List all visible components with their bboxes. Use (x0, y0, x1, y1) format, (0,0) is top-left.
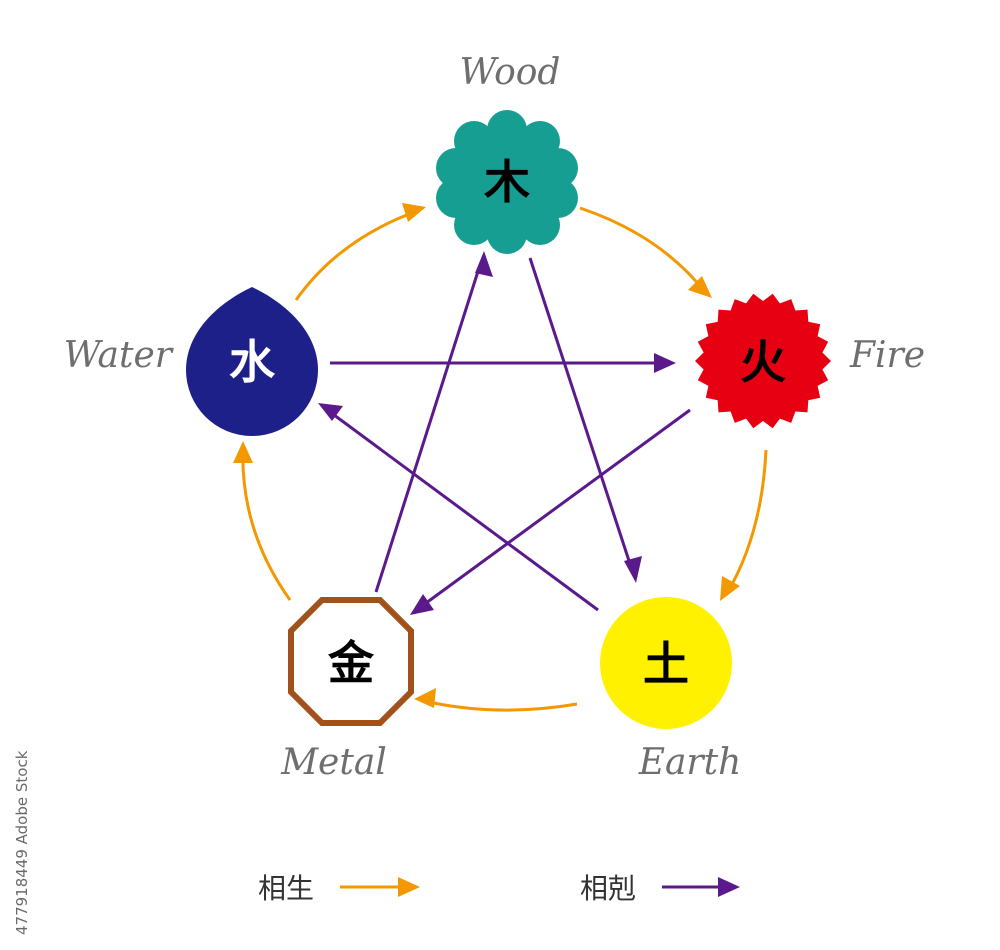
legend-overcoming-arrowhead (718, 877, 740, 897)
arrowhead-wood-to-fire (688, 276, 712, 298)
earth-circle-shape (600, 597, 732, 729)
water-drop-shape (186, 287, 318, 436)
wood-glyph: 木 (484, 155, 530, 209)
water-node: 水 Water (64, 287, 318, 436)
overcoming-cycle (329, 257, 691, 612)
metal-label: Metal (280, 742, 387, 783)
arrowhead-fire-to-earth (720, 576, 740, 601)
earth-node: 土 Earth (600, 597, 741, 783)
wood-flower-shape (436, 110, 578, 254)
metal-octagon-shape (288, 597, 414, 726)
arrow-fire-to-metal (421, 408, 691, 608)
fire-label: Fire (849, 335, 925, 376)
arrowhead-earth-to-metal (414, 688, 436, 708)
arrow-earth-to-water (329, 410, 599, 612)
arrow-wood-to-fire (579, 206, 707, 293)
arrow-fire-to-earth (724, 449, 768, 596)
arrowhead-wood-to-earth (624, 556, 642, 583)
legend-generating-label: 相生 (258, 872, 314, 905)
arrowhead-water-to-fire (654, 353, 676, 373)
metal-node: 金 Metal (280, 597, 414, 783)
generating-cycle (233, 203, 768, 712)
wood-label: Wood (460, 52, 561, 93)
earth-label: Earth (638, 742, 742, 783)
arrow-metal-to-wood (374, 264, 482, 593)
legend-generating-arrowhead (398, 877, 420, 897)
fire-node: 火 Fire (695, 293, 925, 429)
metal-glyph: 金 (327, 636, 375, 690)
legend-generating: 相生 (258, 872, 420, 905)
water-label: Water (64, 335, 174, 376)
arrow-water-to-wood (294, 208, 421, 301)
legend-overcoming-label: 相剋 (580, 872, 636, 905)
legend: 相生 相剋 (258, 872, 740, 905)
arrowhead-metal-to-water (233, 441, 253, 463)
arrow-wood-to-earth (528, 257, 634, 571)
arrowhead-earth-to-water (318, 403, 343, 421)
arrowhead-water-to-wood (402, 203, 426, 222)
fire-starburst-shape (695, 293, 831, 429)
arrowhead-fire-to-metal (410, 594, 434, 615)
arrowhead-metal-to-wood (475, 251, 493, 277)
arrow-metal-to-water (241, 446, 292, 601)
fire-glyph: 火 (740, 335, 786, 389)
earth-glyph: 土 (643, 637, 689, 691)
overcoming-arrowheads (318, 251, 676, 615)
wood-node: 木 Wood (436, 52, 578, 254)
stock-id-side-text: 477918449 Adobe Stock (13, 750, 31, 935)
legend-overcoming: 相剋 (580, 872, 740, 905)
arrow-earth-to-metal (419, 698, 578, 712)
water-glyph: 水 (229, 335, 276, 389)
